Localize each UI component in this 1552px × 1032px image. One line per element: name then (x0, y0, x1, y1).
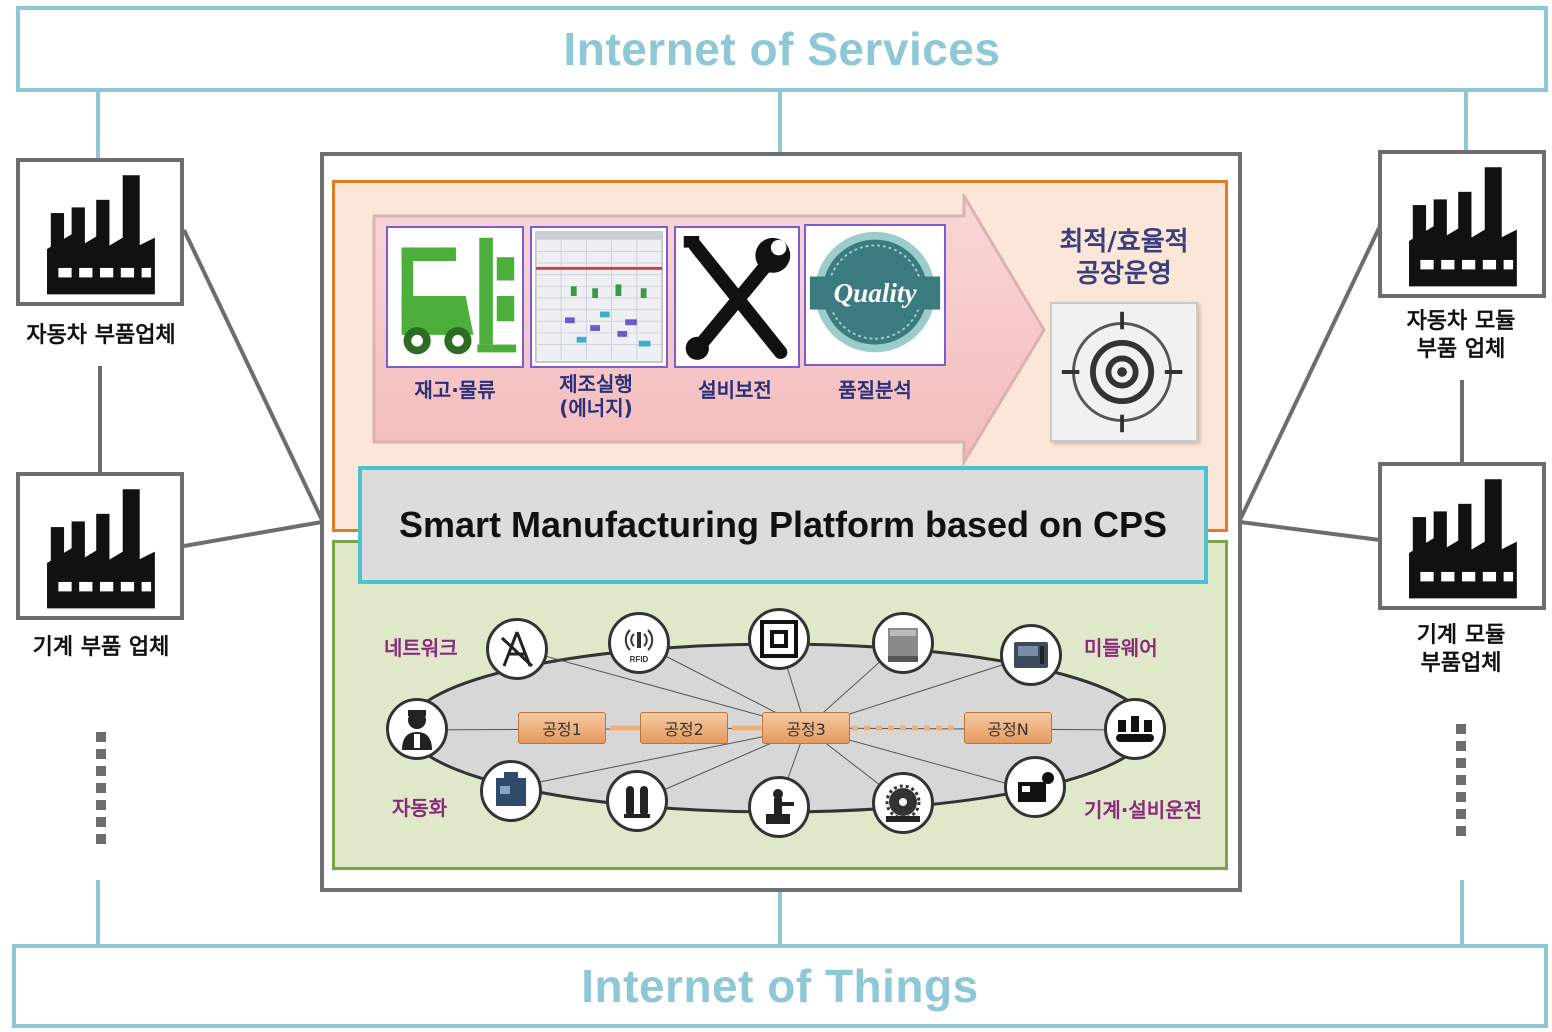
gas-tank-icon (606, 770, 668, 832)
factory-icon (16, 472, 184, 620)
service-label-line: 제조실행 (559, 372, 633, 396)
factory-label: 자동차 부품업체 (26, 323, 176, 348)
process-step: 공정N (964, 712, 1052, 744)
process-step: 공정1 (518, 712, 606, 744)
service-label: 설비보전 (698, 378, 772, 402)
worker-icon (386, 698, 448, 760)
factory-label-line: 자동차 모듈 (1406, 309, 1516, 334)
goal-label-line: 최적/효율적 (1059, 227, 1189, 257)
plc-device-icon (1000, 624, 1062, 686)
internet-of-things-bar: Internet of Things (12, 944, 1548, 1028)
automation-machine-icon (480, 760, 542, 822)
factory-icon (16, 158, 184, 306)
process-step: 공정3 (762, 712, 850, 744)
machine-operation-label: 기계·설비운전 (1084, 798, 1202, 822)
service-label: 재고·물류 (414, 378, 496, 402)
internet-of-services-label: Internet of Services (563, 23, 1001, 75)
factory-label-line: 기계 모듈 (1416, 623, 1506, 648)
service-label-line: (에너지) (559, 396, 633, 420)
mes-tile (530, 226, 668, 368)
target-icon (1050, 302, 1198, 442)
rfid-text: RFID (630, 655, 649, 664)
factory-icon (1378, 462, 1546, 610)
factory-label-line: 부품 업체 (1416, 337, 1506, 362)
platform-banner: Smart Manufacturing Platform based on CP… (358, 466, 1208, 584)
middleware-label: 미들웨어 (1084, 636, 1158, 660)
more-factories-ellipsis (96, 732, 106, 851)
network-tower-icon (486, 618, 548, 680)
network-label: 네트워크 (384, 636, 458, 660)
inventory-logistics-tile (386, 226, 524, 368)
automation-label: 자동화 (392, 796, 448, 820)
more-factories-ellipsis (1456, 724, 1466, 843)
service-label: 제조실행 (에너지) (526, 372, 666, 420)
factory-icon (1378, 150, 1546, 298)
rfid-icon: RFID (608, 612, 670, 674)
factory-label: 기계 모듈 부품업체 (1366, 622, 1552, 678)
maintenance-tile (674, 226, 800, 368)
platform-label: Smart Manufacturing Platform based on CP… (398, 504, 1168, 545)
generator-icon (1004, 756, 1066, 818)
internet-of-services-bar: Internet of Services (16, 6, 1548, 92)
conveyor-icon (1104, 698, 1166, 760)
factory-label: 기계 부품 업체 (32, 635, 170, 660)
spreadsheet-icon (535, 231, 663, 363)
forklift-icon (401, 237, 517, 355)
saw-blade-icon (872, 772, 934, 834)
factory-label-line: 부품업체 (1420, 651, 1502, 676)
robot-arm-icon (748, 776, 810, 838)
internet-of-things-label: Internet of Things (581, 960, 979, 1012)
goal-label: 최적/효율적 공장운영 (1036, 226, 1212, 290)
service-label: 품질분석 (838, 378, 912, 402)
quality-tile: Quality (804, 224, 946, 366)
process-step: 공정2 (640, 712, 728, 744)
factory-label: 자동차 모듈 부품 업체 (1366, 308, 1552, 364)
sensor-chip-icon (748, 608, 810, 670)
quality-badge-icon: Quality (809, 231, 941, 353)
goal-label-line: 공장운영 (1076, 259, 1172, 289)
wrench-screwdriver-icon (683, 236, 791, 360)
server-rack-icon (872, 612, 934, 674)
quality-badge-text: Quality (833, 278, 917, 308)
